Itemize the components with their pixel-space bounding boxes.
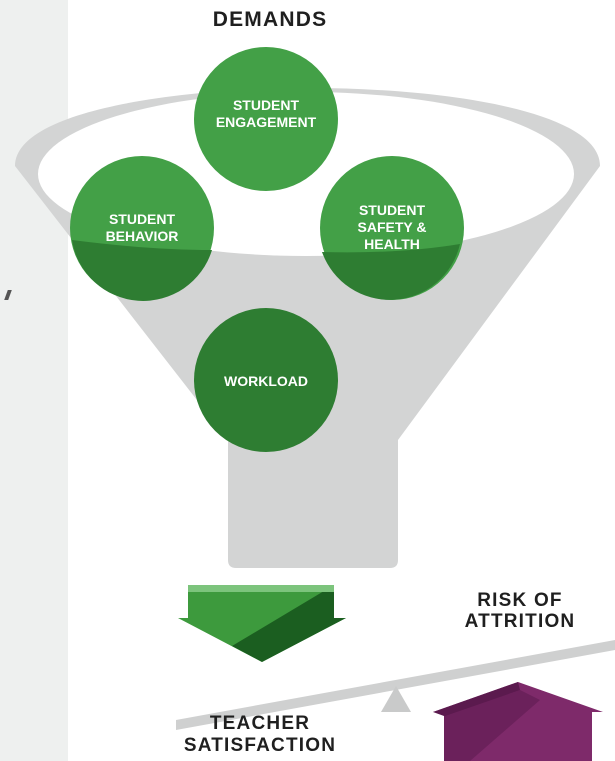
house-roof-dark <box>433 682 520 716</box>
circle-workload <box>194 308 338 452</box>
teacher-satisfaction-label: TEACHER SATISFACTION <box>183 713 337 756</box>
label-student-engagement: STUDENT ENGAGEMENT <box>215 97 317 130</box>
seesaw-plank <box>176 640 615 730</box>
down-arrow-top-edge <box>188 585 334 592</box>
label-student-safety-health: STUDENT SAFETY & HEALTH <box>357 202 427 252</box>
safety-shadow <box>322 244 460 300</box>
behavior-shadow <box>72 240 212 301</box>
label-student-behavior: STUDENT BEHAVIOR <box>105 211 179 244</box>
seesaw-fulcrum <box>381 686 411 712</box>
house-shadow <box>444 690 540 761</box>
circle-student-engagement <box>194 47 338 191</box>
demands-heading: DEMANDS <box>212 8 328 31</box>
risk-of-attrition-label: RISK OF ATTRITION <box>464 590 576 632</box>
down-arrow-dark <box>232 585 346 662</box>
label-workload: WORKLOAD <box>224 373 308 389</box>
